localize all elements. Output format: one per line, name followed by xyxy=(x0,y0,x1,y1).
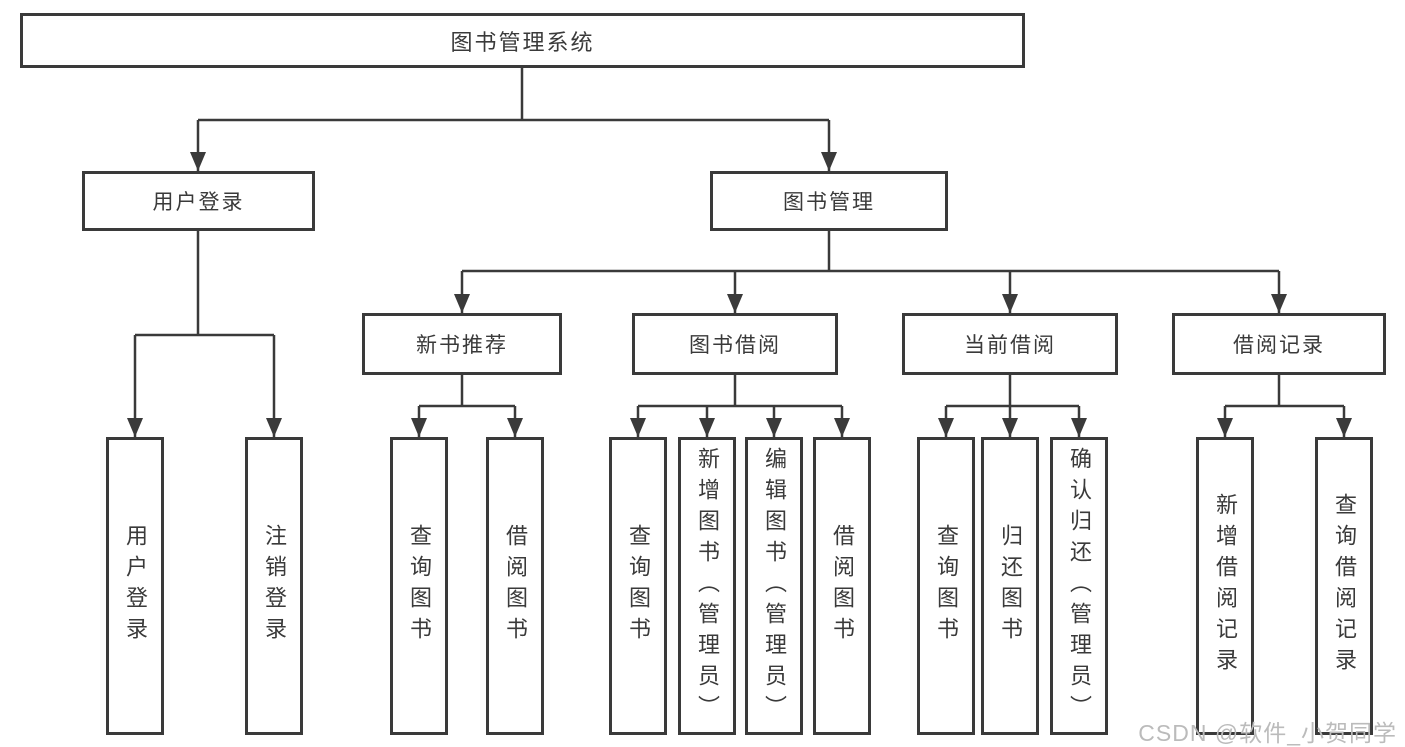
leaf-borrow-books: 借阅图书 xyxy=(813,437,871,735)
leaf-confirm-return-admin-label: 确认归还（管理员） xyxy=(1067,446,1092,726)
leaf-query-books-current: 查询图书 xyxy=(917,437,975,735)
leaf-query-borrow-record: 查询借阅记录 xyxy=(1315,437,1373,735)
leaf-edit-book-admin: 编辑图书（管理员） xyxy=(745,437,803,735)
leaf-borrow-books-label: 借阅图书 xyxy=(830,524,855,648)
leaf-user-login-label: 用户登录 xyxy=(123,524,148,648)
leaf-add-book-admin: 新增图书（管理员） xyxy=(678,437,736,735)
node-new-book-recommend: 新书推荐 xyxy=(362,313,562,375)
node-current-borrow: 当前借阅 xyxy=(902,313,1118,375)
leaf-add-book-admin-label: 新增图书（管理员） xyxy=(695,446,720,726)
leaf-edit-book-admin-label: 编辑图书（管理员） xyxy=(762,446,787,726)
leaf-return-book-label: 归还图书 xyxy=(998,524,1023,648)
leaf-return-book: 归还图书 xyxy=(981,437,1039,735)
leaf-user-login: 用户登录 xyxy=(106,437,164,735)
node-book-management: 图书管理 xyxy=(710,171,948,231)
leaf-query-books-borrow-label: 查询图书 xyxy=(626,524,651,648)
connector-lines xyxy=(133,68,1346,437)
node-new-book-recommend-label: 新书推荐 xyxy=(416,334,508,357)
node-root-label: 图书管理系统 xyxy=(450,29,595,55)
leaf-borrow-books-recommend: 借阅图书 xyxy=(486,437,544,735)
leaf-logout-label: 注销登录 xyxy=(262,524,287,648)
leaf-confirm-return-admin: 确认归还（管理员） xyxy=(1050,437,1108,735)
node-book-management-label: 图书管理 xyxy=(783,191,875,214)
leaf-borrow-books-recommend-label: 借阅图书 xyxy=(503,524,528,648)
leaf-add-borrow-record-label: 新增借阅记录 xyxy=(1213,493,1238,679)
leaf-query-borrow-record-label: 查询借阅记录 xyxy=(1332,493,1357,679)
csdn-watermark: CSDN @软件_小贺同学 xyxy=(1138,720,1397,746)
arrowhead-icons xyxy=(127,152,1352,437)
leaf-logout: 注销登录 xyxy=(245,437,303,735)
node-current-borrow-label: 当前借阅 xyxy=(964,334,1056,357)
node-user-login-label: 用户登录 xyxy=(152,191,245,214)
leaf-query-books-current-label: 查询图书 xyxy=(934,524,959,648)
leaf-add-borrow-record: 新增借阅记录 xyxy=(1196,437,1254,735)
leaf-query-books-recommend-label: 查询图书 xyxy=(407,524,432,648)
node-user-login: 用户登录 xyxy=(82,171,315,231)
node-borrow-records: 借阅记录 xyxy=(1172,313,1386,375)
leaf-query-books-borrow: 查询图书 xyxy=(609,437,667,735)
node-root: 图书管理系统 xyxy=(20,13,1025,68)
node-book-borrow-label: 图书借阅 xyxy=(689,334,781,357)
node-book-borrow: 图书借阅 xyxy=(632,313,838,375)
node-borrow-records-label: 借阅记录 xyxy=(1233,334,1325,357)
leaf-query-books-recommend: 查询图书 xyxy=(390,437,448,735)
